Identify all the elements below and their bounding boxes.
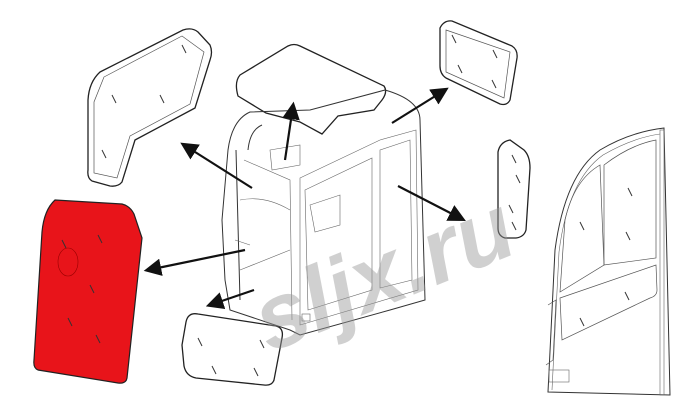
glass-left-rear-highlighted[interactable] <box>33 199 143 384</box>
glass-right-small[interactable] <box>497 139 531 239</box>
arrow-roof <box>282 101 300 161</box>
arrow-front-lower <box>205 288 255 310</box>
arrow-right-rear <box>391 87 449 124</box>
glass-roof[interactable] <box>235 43 387 135</box>
door-handle <box>548 369 570 383</box>
glass-left-upper[interactable] <box>87 28 213 187</box>
arrow-right-small <box>397 185 466 222</box>
highlighted-panel <box>33 199 143 384</box>
glass-right-rear[interactable] <box>439 20 518 106</box>
arrow-left-upper <box>180 142 253 189</box>
arrow-highlighted <box>143 248 246 276</box>
excavator-cab <box>221 89 426 336</box>
explode-arrows <box>143 87 466 310</box>
watermark: sljx.ru <box>239 175 528 371</box>
glass-front-lower[interactable] <box>181 313 284 386</box>
door-glass[interactable] <box>545 127 671 396</box>
